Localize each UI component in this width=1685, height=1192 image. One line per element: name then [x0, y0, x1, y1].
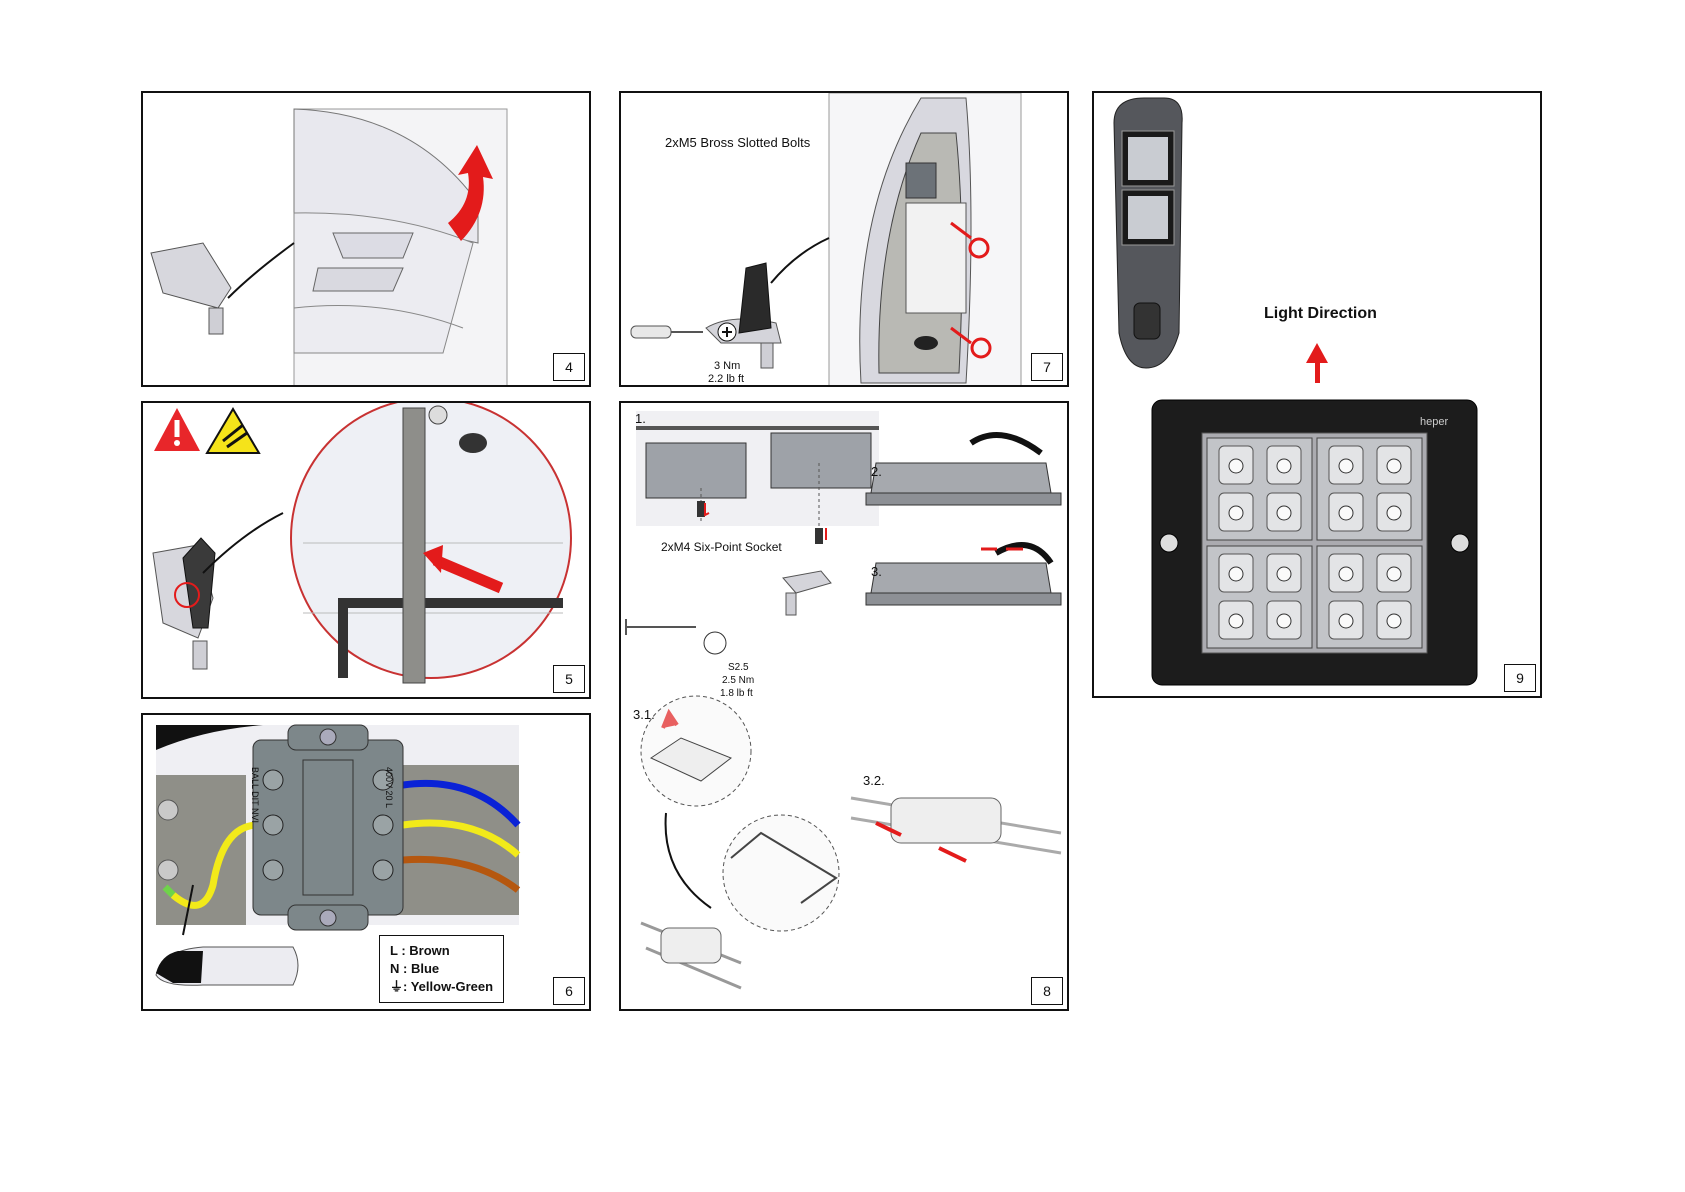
step-2-label: 2. — [871, 464, 882, 479]
panel-number: 4 — [553, 353, 585, 381]
led-lens — [1387, 614, 1401, 628]
led-lens — [1229, 459, 1243, 473]
panel-step-9: Light Direction heper 9 — [1092, 91, 1542, 698]
strap-connection-illustration — [143, 403, 591, 699]
led-lens — [1339, 567, 1353, 581]
bolts-label: 2xM5 Bross Slotted Bolts — [665, 135, 810, 150]
terminal-left-marking: BALL DIT NVI — [248, 767, 261, 823]
step-1-label: 1. — [635, 411, 646, 426]
led-lens — [1277, 614, 1291, 628]
led-lens — [1277, 567, 1291, 581]
legend-live: L : Brown — [390, 942, 493, 960]
screwdriver-icon — [631, 326, 671, 338]
panel-step-4: 4 — [141, 91, 591, 387]
torque-nm: 2.5 Nm — [722, 674, 754, 687]
panel-step-6: BALL DIT NVI 400V 20 L L : Brown N : Blu… — [141, 713, 591, 1011]
panel-step-5: 5 — [141, 401, 591, 699]
torque-nm: 3 Nm — [714, 360, 740, 373]
module-connection-illustration — [621, 403, 1069, 1011]
led-lens — [1229, 567, 1243, 581]
torx-bit-icon — [704, 632, 726, 654]
terminal-right-marking: 400V 20 L — [382, 767, 395, 808]
led-lens — [1387, 506, 1401, 520]
led-lens — [1387, 459, 1401, 473]
step-3-1-label: 3.1. — [633, 707, 655, 722]
panel-number: 8 — [1031, 977, 1063, 1005]
socket-label: 2xM4 Six-Point Socket — [661, 540, 782, 554]
led-lens — [1387, 567, 1401, 581]
led-lens — [1277, 506, 1291, 520]
hand-crush-hazard-icon — [207, 409, 259, 453]
light-direction-arrow-icon — [1306, 343, 1328, 383]
panel-number: 7 — [1031, 353, 1063, 381]
legend-earth: : Yellow-Green — [403, 979, 493, 994]
step-3-label: 3. — [871, 564, 882, 579]
led-lens — [1229, 506, 1243, 520]
panel-number: 9 — [1504, 664, 1536, 692]
brand-logo: heper — [1420, 416, 1448, 429]
led-lens — [1339, 506, 1353, 520]
panel-step-8: 1. 2. 3. 2xM4 Six-Point Socket S2.5 2.5 … — [619, 401, 1069, 1011]
bit-size: S2.5 — [728, 661, 749, 674]
step-3-2-label: 3.2. — [863, 773, 885, 788]
light-direction-label: Light Direction — [1264, 305, 1377, 323]
torque-lbft: 2.2 lb ft — [708, 373, 744, 386]
luminaire-cover-open-illustration — [143, 93, 591, 387]
torque-lbft: 1.8 lb ft — [720, 687, 753, 700]
light-direction-illustration — [1094, 93, 1542, 698]
wiring-terminal-illustration — [143, 715, 591, 1011]
led-lens — [1229, 614, 1243, 628]
panel-step-7: 2xM5 Bross Slotted Bolts 3 Nm 2.2 lb ft … — [619, 91, 1069, 387]
panel-number: 5 — [553, 665, 585, 693]
legend-neutral: N : Blue — [390, 960, 493, 978]
panel-number: 6 — [553, 977, 585, 1005]
led-lens — [1339, 614, 1353, 628]
led-lens — [1277, 459, 1291, 473]
wire-color-legend: L : Brown N : Blue ⏚: Yellow-Green — [379, 935, 504, 1003]
earth-ground-icon: ⏚ — [390, 979, 403, 994]
led-lens — [1339, 459, 1353, 473]
